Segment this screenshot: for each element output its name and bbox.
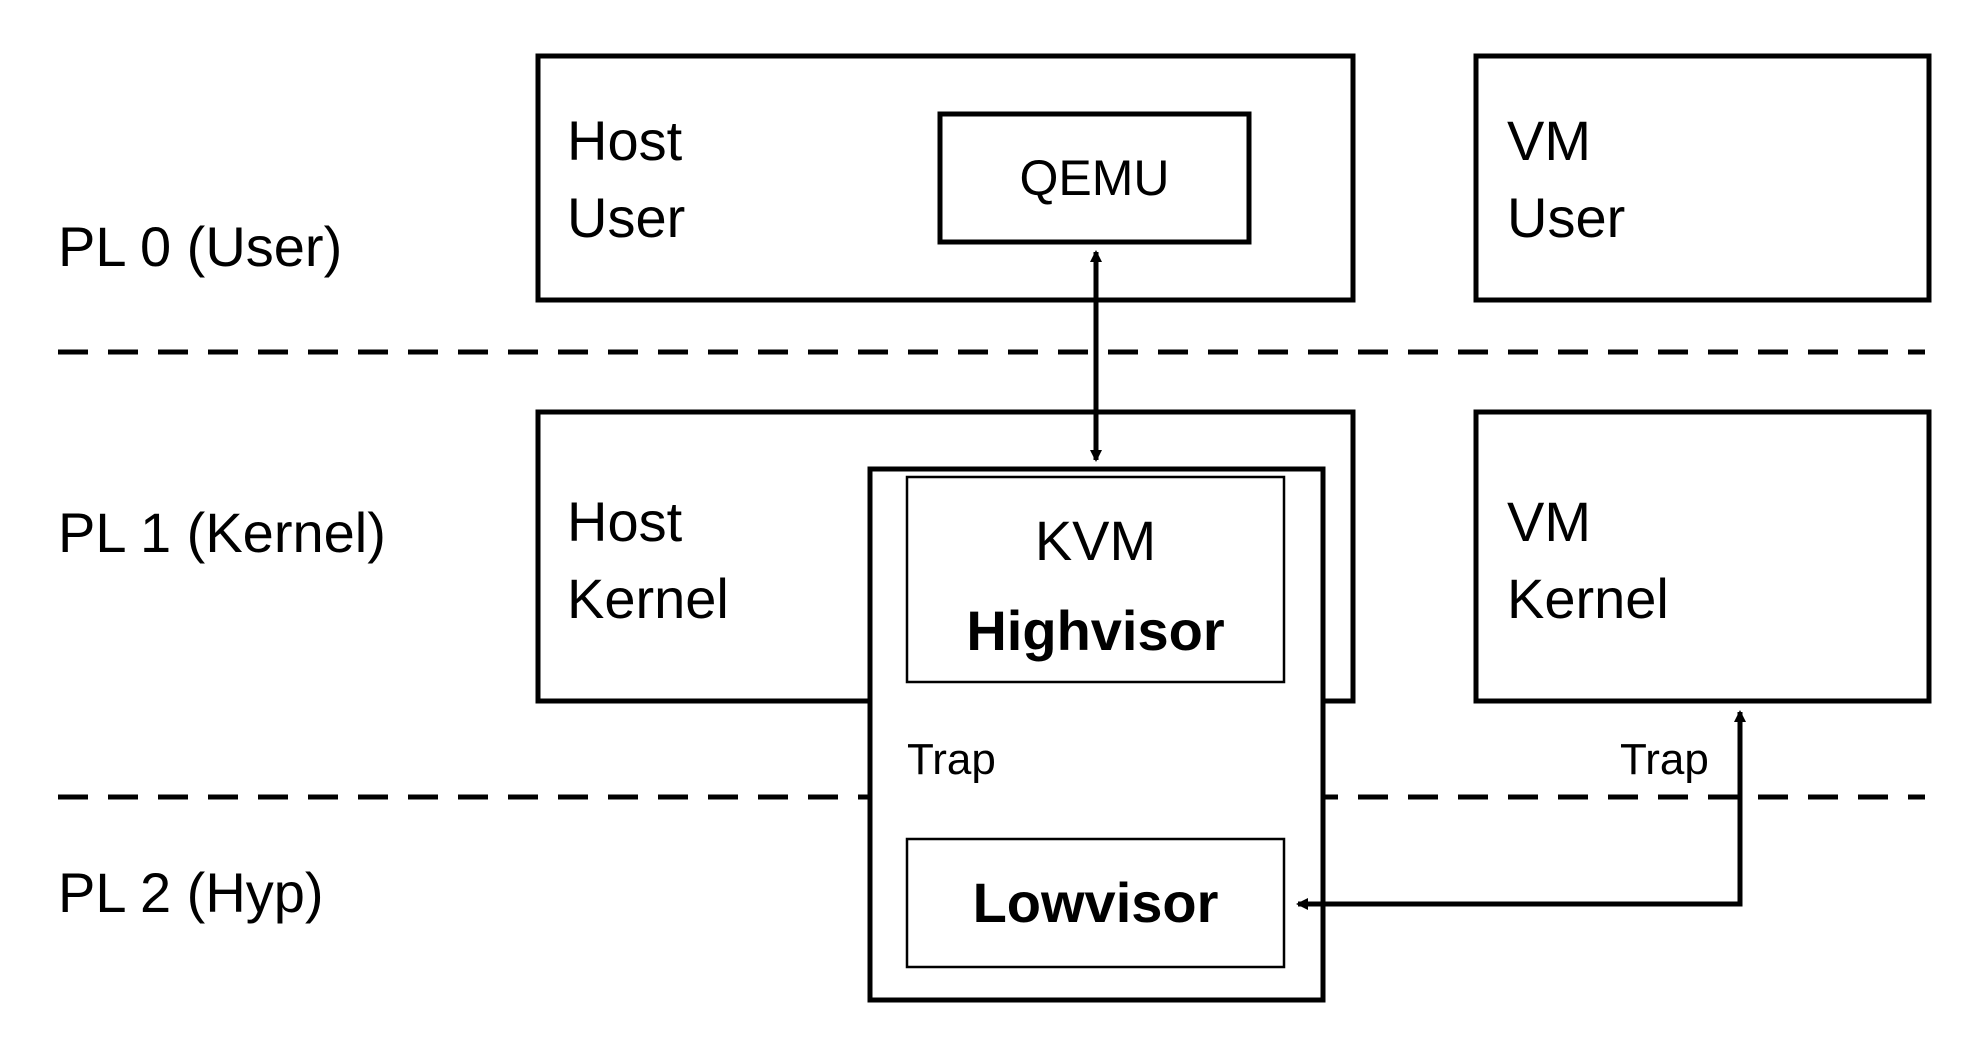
highvisor-label: Highvisor [966,599,1224,662]
vm-kernel-box [1473,409,1932,704]
vm-kernel-label-line1: VM [1507,490,1591,553]
kvm-trap-label: Trap [907,735,996,784]
kvm-label: KVM [1035,509,1156,572]
vm-kernel-label-line2: Kernel [1507,567,1669,630]
host-user-label-line2: User [567,186,685,249]
pl2-hyp-label: PL 2 (Hyp) [58,861,324,924]
pl0-user-label: PL 0 (User) [58,215,342,278]
qemu-label: QEMU [1020,150,1170,206]
host-kernel-label-line1: Host [567,490,683,553]
pl1-kernel-label: PL 1 (Kernel) [58,501,386,564]
kvm-container-box [867,466,1326,1003]
vm-user-label-line2: User [1507,186,1625,249]
host-user-label-line1: Host [567,109,683,172]
qemu-box [937,111,1252,245]
vm-trap-label: Trap [1620,735,1709,784]
host-user-box [535,53,1356,303]
vm-user-label-line1: VM [1507,109,1591,172]
vm-user-box [1473,53,1932,303]
vmkernel-lowvisor-arrow [1296,710,1746,910]
lowvisor-label: Lowvisor [973,871,1219,934]
host-kernel-label-line2: Kernel [567,567,729,630]
lowvisor-box [905,837,1286,969]
kvm-highvisor-box [905,475,1286,684]
